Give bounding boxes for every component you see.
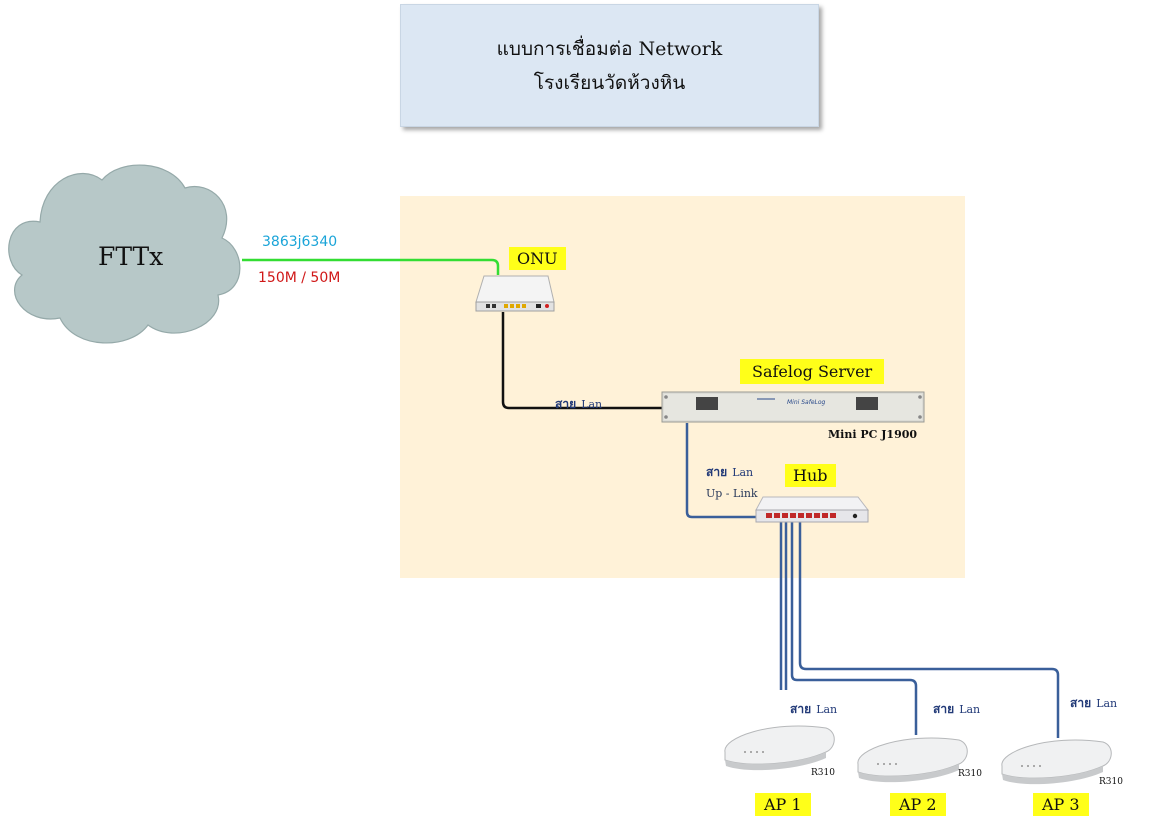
title-line-1: แบบการเชื่อมต่อ Network: [496, 37, 723, 60]
cable-label-ap2: สาย Lan: [933, 698, 980, 719]
ap3-model-label: R310: [1099, 777, 1123, 787]
circuit-id-label: 3863j6340: [262, 234, 338, 250]
ap2-label: AP 2: [890, 793, 946, 816]
diagram-title-box: แบบการเชื่อมต่อ Network โรงเรียนวัดห้วงห…: [400, 4, 819, 127]
cable-lan-text: Lan: [581, 398, 603, 411]
bandwidth-label: 150M / 50M: [258, 270, 341, 286]
ap3-device-icon: [1001, 739, 1112, 785]
cable-thai-text: สาย: [1070, 696, 1092, 710]
hub-switch-icon: [755, 496, 870, 523]
lan-cable-ap3: [798, 518, 1060, 738]
lan-cable-ap2: [790, 518, 918, 735]
onu-device-icon: [475, 275, 555, 312]
hub-label: Hub: [785, 464, 836, 487]
fttx-label: FTTx: [98, 242, 164, 271]
server-brand-label: Mini SafeLog: [787, 399, 826, 406]
server-label: Safelog Server: [740, 359, 885, 384]
safelog-server-icon: Mini SafeLog: [661, 391, 925, 423]
cable-label-ap3: สาย Lan: [1070, 692, 1117, 713]
cable-label-onu-server: สาย Lan: [555, 393, 602, 414]
cable-lan-text: Lan: [959, 703, 981, 716]
server-model-label: Mini PC J1900: [828, 428, 918, 441]
cable-thai-text: สาย: [555, 397, 577, 411]
onu-label: ONU: [509, 247, 566, 270]
cable-thai-text: สาย: [706, 465, 728, 479]
lan-cable-server-hub: [685, 423, 760, 519]
cable-thai-text: สาย: [790, 702, 812, 716]
lan-cable-onu-server: [501, 312, 662, 410]
cable-lan-text: Lan: [816, 703, 838, 716]
title-line-2: โรงเรียนวัดห้วงหิน: [533, 71, 686, 94]
cable-thai-text: สาย: [933, 702, 955, 716]
cable-label-server-hub: สาย Lan: [706, 461, 753, 482]
ap1-device-icon: [724, 725, 835, 771]
cable-label-ap1: สาย Lan: [790, 698, 837, 719]
ap1-label: AP 1: [755, 793, 811, 816]
fiber-uplink-line: [242, 258, 500, 275]
uplink-note-label: Up - Link: [706, 487, 758, 500]
ap3-label: AP 3: [1033, 793, 1089, 816]
ap1-model-label: R310: [811, 768, 835, 778]
cable-lan-text: Lan: [732, 466, 754, 479]
ap2-model-label: R310: [958, 769, 982, 779]
ap2-device-icon: [857, 737, 968, 783]
fttx-cloud-icon: [8, 164, 241, 344]
cable-lan-text: Lan: [1096, 697, 1118, 710]
